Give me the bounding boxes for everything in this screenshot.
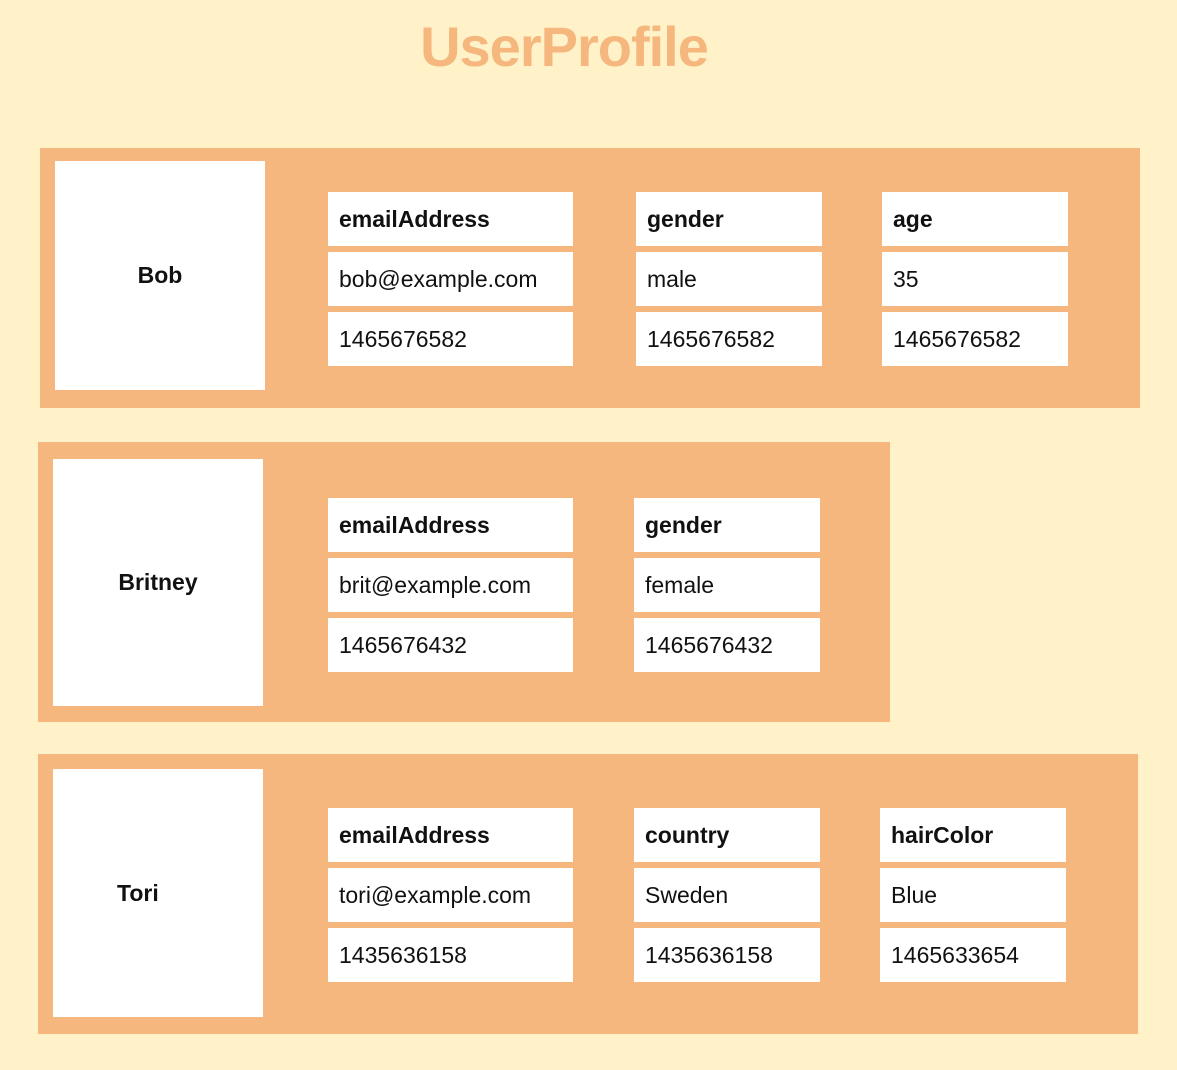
column-name: hairColor: [880, 808, 1066, 862]
column-timestamp: 1465633654: [880, 928, 1066, 982]
column-timestamp: 1435636158: [634, 928, 820, 982]
column-name: country: [634, 808, 820, 862]
row-key-tori: Tori: [53, 769, 263, 1017]
column-value: Blue: [880, 868, 1066, 922]
column-timestamp: 1465676432: [634, 618, 820, 672]
row-key-britney: Britney: [53, 459, 263, 706]
column-value: 35: [882, 252, 1068, 306]
column-timestamp: 1465676582: [328, 312, 573, 366]
column-value: female: [634, 558, 820, 612]
row-britney: Britney emailAddress brit@example.com 14…: [38, 442, 890, 722]
column-timestamp: 1465676582: [882, 312, 1068, 366]
row-key-label: Britney: [118, 569, 198, 595]
row-key-label: Tori: [117, 879, 159, 906]
column-name: emailAddress: [328, 192, 573, 246]
column-value: male: [636, 252, 822, 306]
column-value: bob@example.com: [328, 252, 573, 306]
column-name: gender: [634, 498, 820, 552]
column-name: emailAddress: [328, 498, 573, 552]
column-name: emailAddress: [328, 808, 573, 862]
column-name: gender: [636, 192, 822, 246]
column-value: Sweden: [634, 868, 820, 922]
column-value: brit@example.com: [328, 558, 573, 612]
column-name: age: [882, 192, 1068, 246]
column-timestamp: 1435636158: [328, 928, 573, 982]
row-key-bob: Bob: [55, 161, 265, 390]
column-value: tori@example.com: [328, 868, 573, 922]
column-timestamp: 1465676432: [328, 618, 573, 672]
diagram-title: UserProfile: [420, 15, 709, 78]
row-tori: Tori emailAddress tori@example.com 14356…: [38, 754, 1138, 1034]
row-key-label: Bob: [137, 262, 183, 288]
column-timestamp: 1465676582: [636, 312, 822, 366]
row-bob: Bob emailAddress bob@example.com 1465676…: [40, 148, 1140, 408]
